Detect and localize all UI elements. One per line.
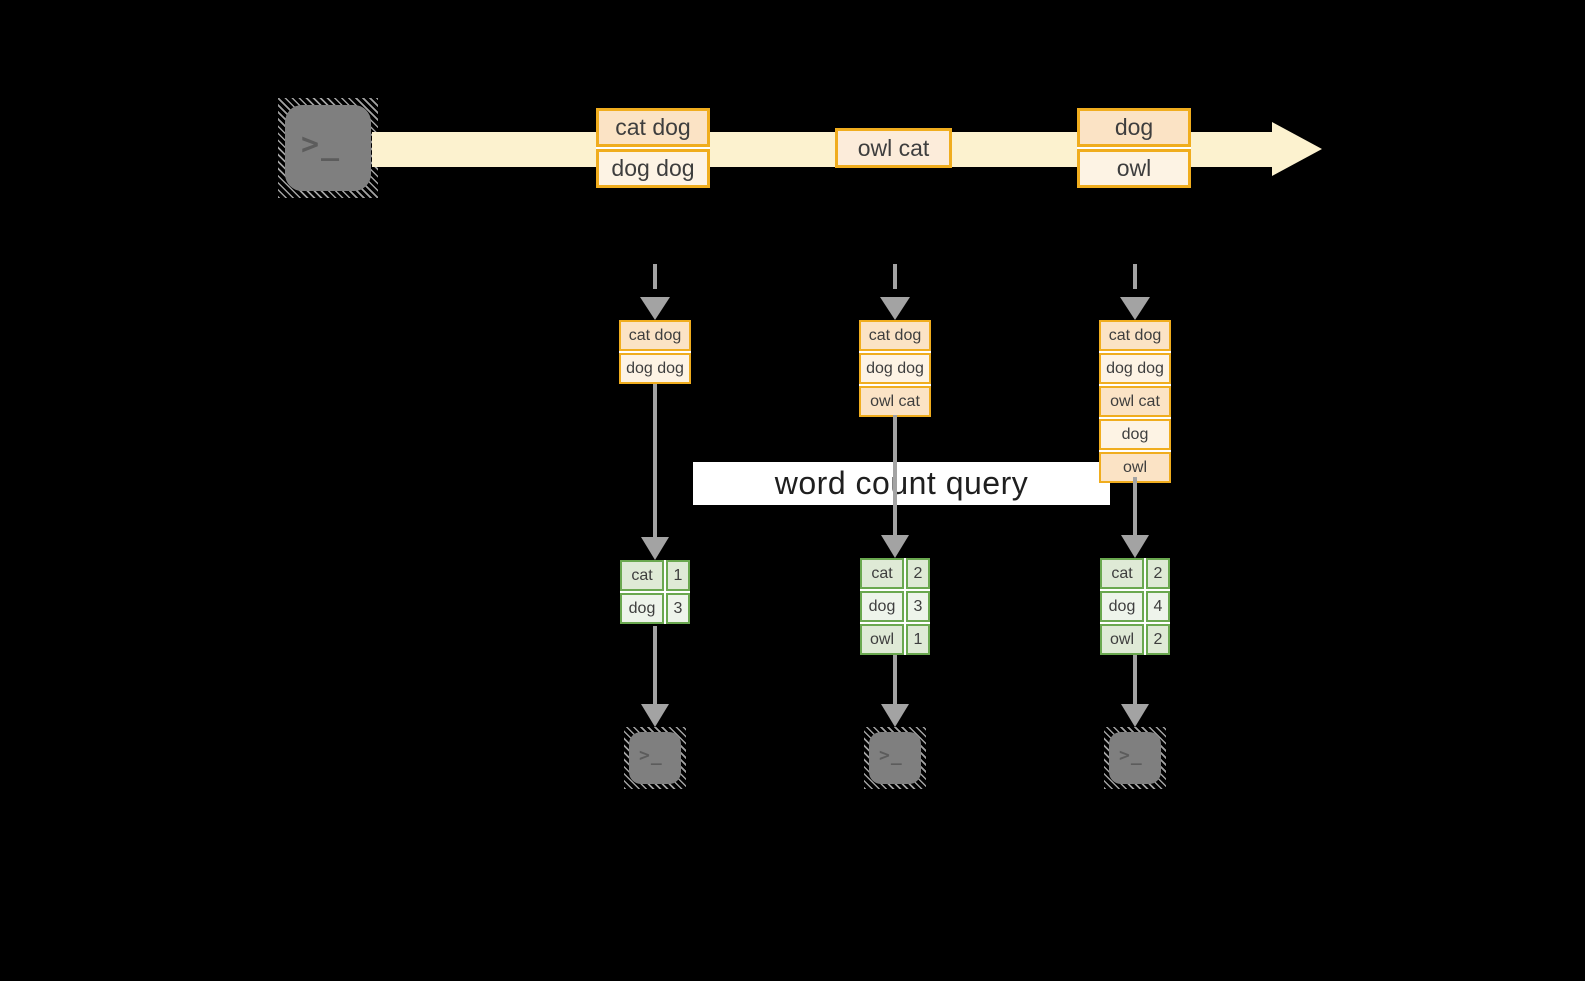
count-value: 3 (666, 593, 690, 624)
count-value: 2 (1146, 558, 1170, 589)
query-label-band: word count query (693, 462, 1110, 505)
source-terminal-icon: >_ (278, 98, 378, 198)
buffer-box-1: cat dog dog dog (619, 320, 691, 384)
stream-timeline-arrowhead-icon (1272, 122, 1322, 176)
event-cell: dog dog (596, 149, 710, 188)
buffer-cell: cat dog (619, 320, 691, 351)
count-word: dog (860, 591, 904, 622)
terminal-screen: >_ (1109, 732, 1161, 784)
buffer-cell: cat dog (1099, 320, 1171, 351)
terminal-prompt-icon: >_ (879, 745, 903, 766)
count-value: 1 (666, 560, 690, 591)
buffer-cell: dog dog (619, 353, 691, 384)
terminal-prompt-icon: >_ (639, 745, 663, 766)
count-value: 3 (906, 591, 930, 622)
count-value: 2 (906, 558, 930, 589)
terminal-prompt-icon: >_ (1119, 745, 1143, 766)
count-word: cat (620, 560, 664, 591)
count-word: cat (860, 558, 904, 589)
query-arrow-icon (641, 384, 669, 560)
count-word: owl (860, 624, 904, 655)
query-label: word count query (774, 465, 1029, 501)
sink-arrow-icon (641, 626, 669, 727)
event-cell: cat dog (596, 108, 710, 147)
count-word: dog (620, 593, 664, 624)
query-arrow-icon (881, 415, 909, 558)
count-word: owl (1100, 624, 1144, 655)
buffer-cell: owl cat (1099, 386, 1171, 417)
buffer-box-3: cat dog dog dog owl cat dog owl (1099, 320, 1171, 483)
count-value: 1 (906, 624, 930, 655)
count-table-2: cat 2 dog 3 owl 1 (860, 558, 930, 655)
count-table-3: cat 2 dog 4 owl 2 (1100, 558, 1170, 655)
event-cell: dog (1077, 108, 1191, 147)
sink-arrow-icon (1121, 655, 1149, 727)
count-word: dog (1100, 591, 1144, 622)
terminal-screen: >_ (285, 105, 371, 191)
dashed-arrow-icon (1120, 264, 1150, 320)
count-word: cat (1100, 558, 1144, 589)
dashed-arrow-icon (640, 264, 670, 320)
stream-event-1: cat dog dog dog (596, 108, 710, 188)
sink-arrow-icon (881, 655, 909, 727)
count-value: 4 (1146, 591, 1170, 622)
count-value: 2 (1146, 624, 1170, 655)
buffer-cell: dog dog (1099, 353, 1171, 384)
stream-event-3: dog owl (1077, 108, 1191, 188)
buffer-cell: dog (1099, 419, 1171, 450)
sink-terminal-icon: >_ (864, 727, 926, 789)
terminal-prompt-icon: >_ (301, 127, 342, 162)
sink-terminal-icon: >_ (1104, 727, 1166, 789)
terminal-screen: >_ (869, 732, 921, 784)
buffer-cell: dog dog (859, 353, 931, 384)
buffer-cell: owl cat (859, 386, 931, 417)
count-table-1: cat 1 dog 3 (620, 560, 690, 624)
dashed-arrow-icon (880, 264, 910, 320)
sink-terminal-icon: >_ (624, 727, 686, 789)
buffer-cell: cat dog (859, 320, 931, 351)
terminal-screen: >_ (629, 732, 681, 784)
event-cell: owl (1077, 149, 1191, 188)
query-arrow-icon (1121, 477, 1149, 558)
event-cell: owl cat (835, 128, 952, 168)
buffer-box-2: cat dog dog dog owl cat (859, 320, 931, 417)
stream-event-2: owl cat (835, 128, 952, 168)
